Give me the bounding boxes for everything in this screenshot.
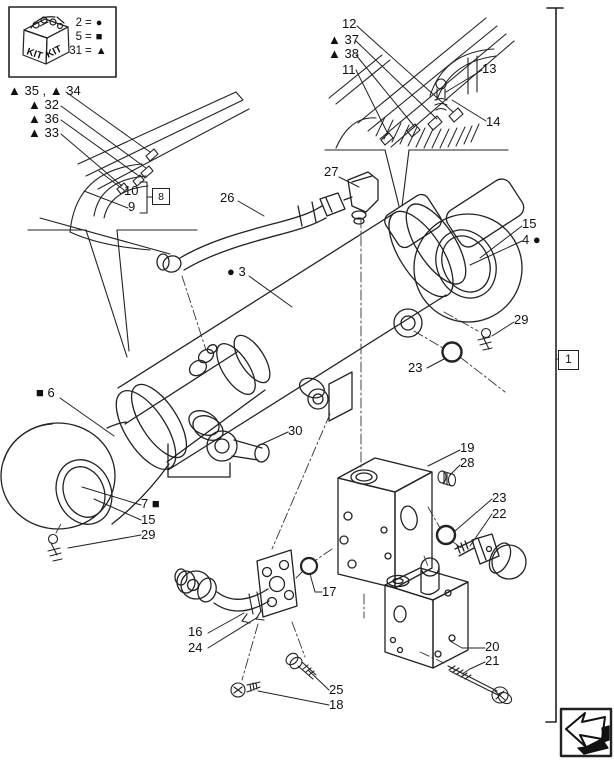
o-ring-23-right	[441, 341, 463, 363]
port-plug	[188, 344, 218, 377]
bolt-13	[434, 78, 448, 111]
callout-17: 17	[322, 584, 337, 599]
callout-23-right: 23	[408, 360, 423, 375]
port-boss	[393, 308, 423, 338]
callout-35-34: ▲ 35 , ▲ 34	[8, 83, 81, 98]
callout-19: 19	[460, 440, 475, 455]
callout-29-right: 29	[514, 312, 529, 327]
callout-37: ▲ 37	[328, 32, 359, 47]
equals-sign: =	[85, 31, 92, 43]
kit-front-text: KIT	[25, 46, 44, 62]
grease-fitting-29-left	[47, 533, 63, 562]
bolt-21	[447, 665, 513, 705]
rod-end-eye	[0, 422, 116, 530]
callout-36: ▲ 36	[28, 111, 59, 126]
callout-38: ▲ 38	[328, 46, 359, 61]
callout-12: 12	[342, 16, 357, 31]
corner-arrow-icon	[559, 707, 613, 758]
callout-15-right: 15	[522, 216, 537, 231]
callout-7: 7 ■	[141, 496, 160, 511]
legend-row-kit5: 5 = ■	[66, 31, 103, 43]
callout-15-left: 15	[141, 512, 156, 527]
legend-box	[8, 6, 117, 78]
clamp-24	[241, 591, 265, 624]
callout-21: 21	[485, 653, 500, 668]
legend-row-kit2: 2 = ●	[66, 17, 103, 29]
grease-fitting-29-right	[477, 327, 493, 351]
leader-lines	[59, 25, 559, 706]
callout-32: ▲ 32	[28, 97, 59, 112]
callout-30: 30	[288, 423, 303, 438]
callout-14: 14	[486, 114, 501, 129]
callout-4: 4 ●	[522, 232, 541, 247]
callout-3: ● 3	[227, 264, 246, 279]
equals-sign: =	[85, 45, 92, 57]
wear-band-14	[375, 116, 480, 149]
o-ring-23-lower	[435, 524, 457, 546]
frame-bracket-1	[545, 7, 564, 723]
legend-num: 31	[69, 45, 82, 57]
detail-ref-box-8: 8	[152, 188, 170, 205]
hose-26	[156, 192, 353, 273]
callout-25: 25	[329, 682, 344, 697]
callout-6: ■ 6	[36, 385, 55, 400]
assembly-ref-box-1: 1	[558, 350, 579, 370]
legend-num: 5	[75, 31, 82, 43]
kit-crate-icon: KIT KIT	[22, 16, 70, 65]
bolt-25	[285, 652, 317, 680]
filled-triangle-icon: ▲	[95, 45, 107, 57]
callout-16: 16	[188, 624, 203, 639]
filled-square-icon: ■	[95, 31, 103, 43]
left-detail-view	[27, 91, 250, 358]
callout-18: 18	[329, 697, 344, 712]
valve-block-20	[384, 557, 469, 669]
bracket-10-9	[139, 181, 153, 214]
centerlines	[55, 217, 506, 681]
equals-sign: =	[85, 17, 92, 29]
callout-33: ▲ 33	[28, 125, 59, 140]
callout-11: 11	[342, 62, 356, 77]
callout-13: 13	[482, 61, 497, 76]
elbow-bracket-30	[167, 410, 270, 478]
elbow-fitting-27	[347, 171, 379, 225]
callout-20: 20	[485, 639, 500, 654]
tube-assembly-16	[174, 568, 270, 612]
bolt-18	[230, 681, 261, 698]
o-ring-17	[299, 556, 319, 576]
right-detail-view	[324, 17, 515, 207]
head-end-eye	[384, 178, 525, 323]
bracket-plate-mid	[298, 371, 353, 422]
callout-10: 10	[124, 183, 139, 198]
legend-row-kit31: 31 = ▲	[66, 45, 107, 57]
flange-plate	[256, 549, 298, 618]
callout-27: 27	[324, 164, 339, 179]
callout-29-left: 29	[141, 527, 156, 542]
callout-28: 28	[460, 455, 475, 470]
callout-9: 9	[128, 199, 136, 214]
callout-22: 22	[492, 506, 507, 521]
cartridge-valve-22	[454, 533, 527, 580]
legend-num: 2	[75, 17, 82, 29]
callout-23-lower: 23	[492, 490, 507, 505]
callout-26: 26	[220, 190, 235, 205]
kit-side-text: KIT	[44, 44, 63, 61]
plug-28	[437, 470, 457, 487]
callout-24: 24	[188, 640, 203, 655]
filled-circle-icon: ●	[95, 17, 103, 29]
